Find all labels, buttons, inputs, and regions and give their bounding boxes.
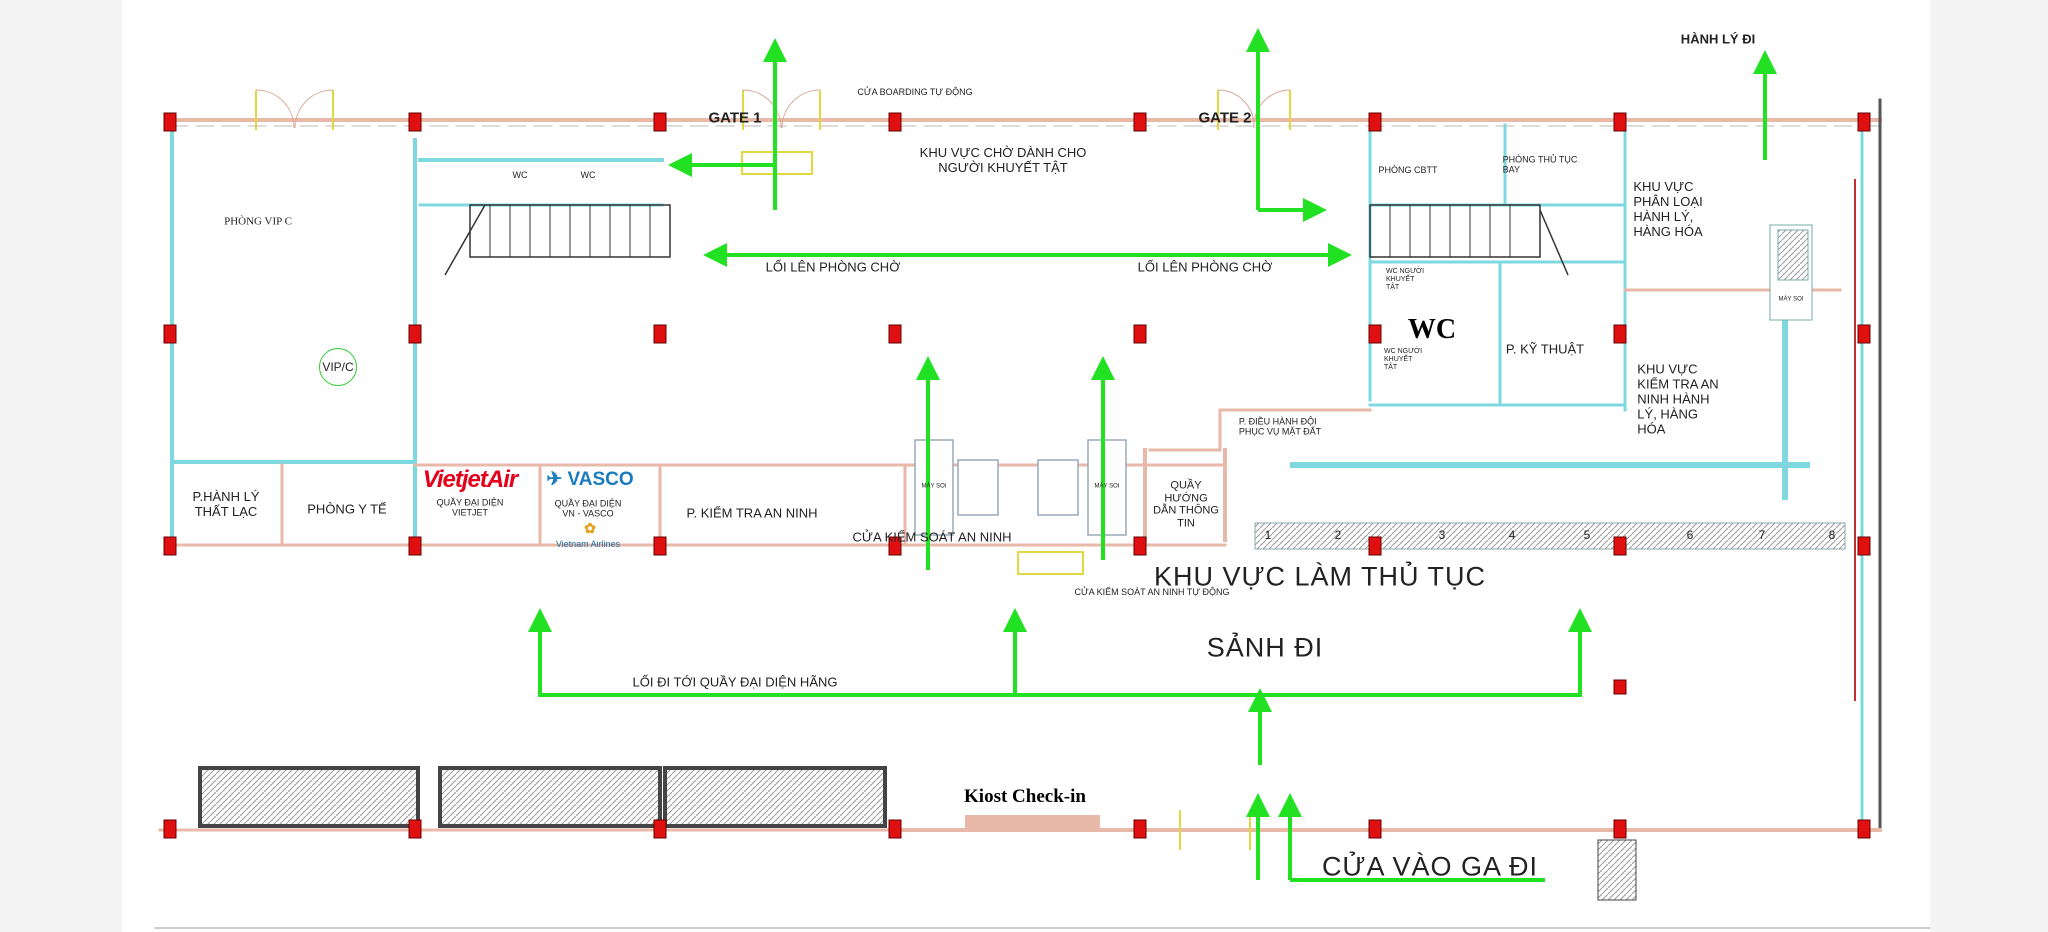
vietnam-airlines-logo: Vietnam Airlines	[555, 538, 621, 549]
lost-baggage-label: P.HÀNH LÝ THẤT LẠC	[192, 489, 260, 519]
security-room-label: P. KIỂM TRA AN NINH	[686, 505, 818, 521]
wc-label-2: WC	[580, 169, 596, 180]
columns	[163, 112, 1871, 839]
counter-6: 6	[1686, 528, 1694, 543]
kiosk-blocks	[198, 766, 1637, 901]
floor-plan-drawing	[154, 28, 1930, 929]
disabled-waiting-label: KHU VỰC CHỜ DÀNH CHO NGƯỜI KHUYẾT TẬT	[919, 145, 1087, 175]
vip-room-label: PHÒNG VIP C	[224, 215, 292, 228]
counter-2: 2	[1334, 528, 1342, 543]
counter-1: 1	[1264, 528, 1272, 543]
doors	[255, 89, 1291, 850]
walls	[154, 98, 1930, 929]
room-cbtt-label: PHÒNG CBTT	[1378, 164, 1438, 175]
checkin-counters	[1254, 224, 1846, 550]
counter-4: 4	[1508, 528, 1516, 543]
floor-plan: GATE 1 GATE 2 CỬA BOARDING TỰ ĐỘNG KHU V…	[122, 0, 1930, 932]
entrance-label: CỬA VÀO GA ĐI	[1321, 851, 1539, 882]
to-lounge-left-label: LỐI LÊN PHÒNG CHỜ	[765, 259, 901, 275]
wc-disabled-label-1: WC NGƯỜI KHUYẾT TẬT	[1385, 267, 1425, 292]
vietjet-desk-label: QUẦY ĐẠI DIỆN VIETJET	[436, 497, 504, 518]
xray-label-3: MÁY SOI	[1778, 296, 1804, 303]
vasco-logo-text: VASCO	[567, 469, 634, 491]
to-lounge-right-label: LỐI LÊN PHÒNG CHỜ	[1137, 259, 1273, 275]
baggage-sort-label: KHU VỰC PHÂN LOẠI HÀNH LÝ, HÀNG HÓA	[1633, 179, 1703, 239]
auto-security-gate-label: CỬA KIỂM SOÁT AN NINH TỰ ĐỘNG	[1074, 586, 1230, 597]
baggage-out-label: HÀNH LÝ ĐI	[1680, 31, 1756, 47]
xray-label-1: MÁY SOI	[921, 483, 947, 490]
counter-7: 7	[1758, 528, 1766, 543]
xray-machines	[914, 439, 1127, 536]
checkin-area-label: KHU VỰC LÀM THỦ TỤC	[1153, 561, 1487, 592]
xray-label-2: MÁY SOI	[1094, 483, 1120, 490]
stair-treads	[489, 205, 1511, 257]
gate-2-label: GATE 2	[1198, 109, 1252, 127]
counter-5: 5	[1583, 528, 1591, 543]
to-airline-desks-label: LỐI ĐI TỚI QUẦY ĐẠI DIỆN HÃNG	[632, 674, 838, 690]
boarding-door-label: CỬA BOARDING TỰ ĐỘNG	[857, 86, 973, 97]
vasco-logo: ✈ VASCO	[546, 469, 634, 491]
wc-label-1: WC	[512, 169, 528, 180]
kiosk-checkin-label: Kiost Check-in	[964, 786, 1086, 808]
ground-ops-label: P. ĐIỀU HÀNH ĐỘI PHỤC VỤ MẶT ĐẤT	[1238, 416, 1322, 437]
security-gate-label: CỬA KIỂM SOÁT AN NINH	[852, 529, 1012, 545]
room-procedure-label: PHÒNG THỦ TỤC BAY	[1502, 154, 1578, 175]
vietjet-logo: VietjetAir	[422, 466, 518, 494]
gate-1-label: GATE 1	[708, 109, 762, 127]
counter-8: 8	[1828, 528, 1836, 543]
vip-badge: VIP/C	[319, 348, 357, 386]
wc-big-label: WC	[1407, 313, 1457, 345]
baggage-security-label: KHU VỰC KIỂM TRA AN NINH HÀNH LÝ, HÀNG H…	[1637, 361, 1719, 437]
wc-disabled-label-2: WC NGƯỜI KHUYẾT TẬT	[1383, 347, 1423, 372]
lotus-icon: ✿	[584, 519, 596, 536]
medical-room-label: PHÒNG Y TẾ	[307, 501, 387, 517]
info-desk-label: QUẦY HƯỚNG DẪN THÔNG TIN	[1153, 479, 1219, 530]
circulation-arrows	[528, 28, 1777, 880]
vasco-desk-label: QUẦY ĐẠI DIỆN VN - VASCO	[554, 498, 622, 519]
departure-hall-label: SẢNH ĐI	[1206, 632, 1324, 663]
counter-3: 3	[1438, 528, 1446, 543]
technical-room-label: P. KỸ THUẬT	[1505, 341, 1585, 357]
